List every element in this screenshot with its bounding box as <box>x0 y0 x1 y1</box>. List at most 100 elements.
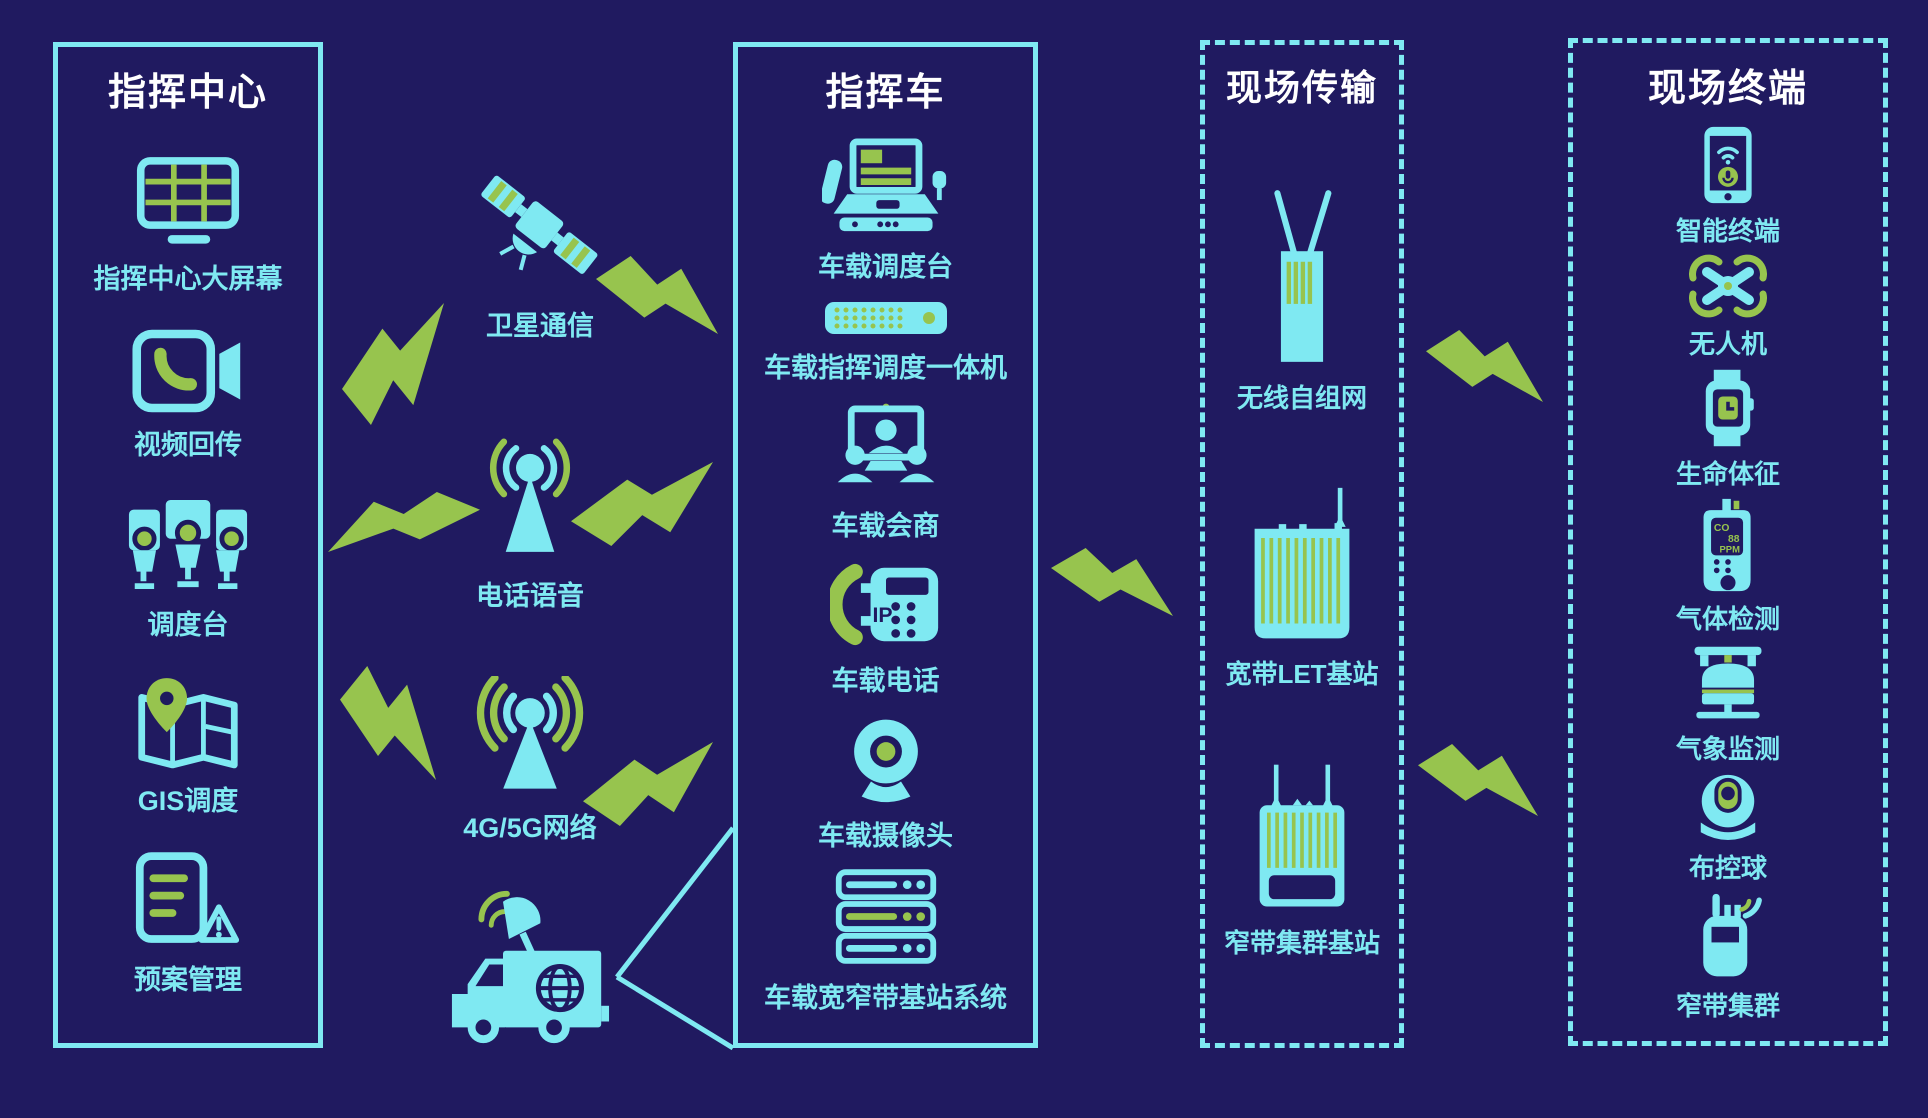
item-big-screen: 指挥中心大屏幕 <box>94 156 283 296</box>
item-lte-base-station: 宽带LET基站 <box>1225 486 1379 691</box>
svg-text:PPM: PPM <box>1720 544 1741 555</box>
item-label: 车载宽窄带基站系统 <box>764 982 1007 1013</box>
item-smart-terminal: 智能终端 <box>1676 125 1780 248</box>
panel-field-transmission: 现场传输 无线自组网 <box>1200 40 1404 1048</box>
lightning-bolt-icon <box>342 303 444 425</box>
item-narrowband-cluster: 窄带集群 <box>1676 892 1780 1023</box>
ip-phone-icon: IP <box>829 560 942 649</box>
item-label: 车载指挥调度一体机 <box>764 353 1007 384</box>
lightning-bolt-icon <box>340 666 436 780</box>
svg-text:CO: CO <box>1714 523 1730 534</box>
item-label: 气象监测 <box>1675 733 1780 764</box>
dispatch-operators-icon <box>127 496 249 593</box>
item-label: 车载调度台 <box>818 252 953 283</box>
item-vehicle-camera: 车载摄像头 <box>818 714 953 853</box>
panel-field-terminals: 现场终端 智能终端 <box>1568 38 1888 1046</box>
item-ptz-ball: 布控球 <box>1689 772 1767 885</box>
panel-command-center: 指挥中心 指挥中心大屏幕 <box>53 42 323 1048</box>
panel-command-vehicle: 指挥车 <box>733 42 1038 1048</box>
lightning-bolt-icon <box>596 256 718 334</box>
item-drone: 无人机 <box>1689 254 1767 361</box>
map-pin-icon <box>134 676 242 769</box>
lightning-bolt-icon <box>583 742 713 826</box>
smartwatch-icon <box>1696 368 1760 448</box>
item-video-return: 视频回传 <box>132 329 244 462</box>
svg-text:IP: IP <box>872 602 892 626</box>
panel-items: 车载调度台 车载指挥调度一体机 <box>738 116 1033 1043</box>
item-label: 宽带LET基站 <box>1225 658 1379 689</box>
video-wall-screen-icon <box>136 156 240 247</box>
item-vehicle-phone: IP 车载电话 <box>829 560 942 698</box>
drone-icon <box>1689 254 1767 318</box>
item-dispatch-console: 调度台 <box>127 496 249 642</box>
svg-text:88: 88 <box>1728 534 1740 545</box>
lightning-bolt-icon <box>1051 548 1173 616</box>
relay-satellite: 卫星通信 <box>445 168 635 343</box>
item-label: 布控球 <box>1688 853 1767 883</box>
cellular-antenna-icon <box>460 676 600 796</box>
item-label: 无人机 <box>1688 329 1767 359</box>
panel-title: 现场终端 <box>1647 68 1808 110</box>
item-gis: GIS调度 <box>134 676 242 818</box>
item-label: 预案管理 <box>134 965 242 996</box>
lightning-bolt-icon <box>1426 330 1543 402</box>
panel-title: 现场传输 <box>1225 67 1378 108</box>
item-vital-signs: 生命体征 <box>1676 368 1780 491</box>
item-vehicle-conference: 车载会商 <box>830 401 942 543</box>
item-label: 视频回传 <box>134 430 242 461</box>
item-label: 无线自组网 <box>1236 382 1367 413</box>
lightning-bolt-icon <box>571 462 713 546</box>
lightning-bolt-icon <box>328 492 480 552</box>
item-weather-monitoring: 气象监测 <box>1676 643 1780 766</box>
item-label: 车载摄像头 <box>818 820 953 851</box>
gas-detector-icon: CO 88 PPM <box>1694 497 1762 593</box>
item-label: 指挥中心大屏幕 <box>93 263 283 294</box>
lte-base-station-icon <box>1243 486 1361 644</box>
relay-comms-van <box>440 886 620 1048</box>
narrowband-base-station-icon <box>1246 761 1358 913</box>
item-gas-detection: CO 88 PPM 气体检测 <box>1676 497 1780 636</box>
video-conference-icon <box>830 401 942 494</box>
item-label: 车载电话 <box>831 665 940 696</box>
panel-items: 智能终端 无人机 <box>1573 112 1883 1041</box>
webcam-icon <box>841 714 931 804</box>
satellite-icon <box>473 168 608 300</box>
weather-station-icon <box>1688 643 1768 723</box>
dispatch-terminal-icon <box>821 138 950 235</box>
item-label: GIS调度 <box>137 785 239 816</box>
item-label: 车载会商 <box>831 511 940 542</box>
adhoc-radio-icon <box>1249 188 1355 368</box>
item-label: 窄带集群基站 <box>1223 928 1380 959</box>
document-warning-icon <box>134 851 242 948</box>
smartphone-icon <box>1695 125 1761 205</box>
panel-items: 无线自组网 <box>1205 111 1399 1043</box>
server-stack-icon <box>832 869 940 966</box>
panel-items: 指挥中心大屏幕 视频回传 <box>58 116 318 1043</box>
ptz-ball-camera-icon <box>1693 772 1763 842</box>
video-call-icon <box>132 329 244 413</box>
radio-antenna-icon <box>474 432 586 558</box>
satellite-van-icon <box>444 886 616 1048</box>
panel-title: 指挥车 <box>825 72 946 114</box>
relay-label: 卫星通信 <box>486 311 594 341</box>
van-callout-lines <box>615 826 735 1051</box>
item-label: 智能终端 <box>1675 215 1780 246</box>
item-plan-management: 预案管理 <box>134 851 242 997</box>
relay-telephone: 电话语音 <box>440 432 620 613</box>
item-label: 窄带集群 <box>1675 990 1780 1021</box>
item-vehicle-dispatch: 车载调度台 <box>818 138 953 284</box>
item-adhoc-network: 无线自组网 <box>1237 188 1367 415</box>
relay-label: 电话语音 <box>476 581 584 611</box>
walkie-talkie-icon <box>1692 892 1764 980</box>
item-label: 气体检测 <box>1675 604 1780 634</box>
lightning-bolt-icon <box>1418 744 1538 816</box>
item-narrowband-base-station: 窄带集群基站 <box>1224 761 1380 960</box>
item-label: 调度台 <box>147 609 229 640</box>
item-base-station-system: 车载宽窄带基站系统 <box>764 869 1007 1015</box>
item-label: 生命体征 <box>1675 458 1780 489</box>
relay-label: 4G/5G网络 <box>463 813 597 843</box>
relay-4g5g: 4G/5G网络 <box>430 676 630 845</box>
item-allinone-unit: 车载指挥调度一体机 <box>764 300 1007 385</box>
rack-unit-icon <box>823 300 949 336</box>
